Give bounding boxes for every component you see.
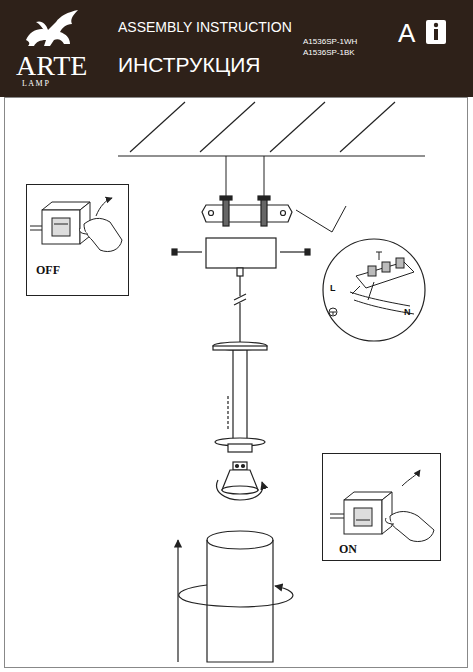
fixing-lines — [226, 156, 264, 200]
wire-label: N — [404, 308, 411, 317]
header-band: ARTEL A M P ASSEMBLY INSTRUCTION ИНСТРУКЦИ… — [0, 0, 473, 97]
cable — [234, 268, 246, 342]
lamp-shade — [178, 531, 293, 662]
lamp-stem — [213, 342, 267, 452]
bracket-angle — [296, 206, 346, 232]
switch-state: ON — [339, 543, 357, 555]
heading-ru: ИНСТРУКЦИЯ — [118, 54, 260, 75]
switch-on-drawing — [330, 470, 434, 542]
header-band — [0, 0, 473, 97]
terminal-block-drawing — [350, 252, 414, 314]
wiring-detail-circle: LN — [322, 238, 426, 342]
switch-state: OFF — [36, 264, 60, 276]
canopy — [172, 238, 310, 268]
info-book-icon — [426, 20, 446, 44]
gu10-bulb — [217, 462, 263, 500]
language-mark: A — [398, 20, 415, 46]
brand-logo: ARTE — [16, 52, 87, 80]
brand-subtitle: L A M P — [22, 80, 49, 88]
ground-symbol — [329, 308, 337, 316]
ceiling — [118, 102, 425, 156]
detail-circle-outline — [323, 239, 425, 341]
switch-on-inset: ON — [322, 453, 441, 561]
logo-lion — [26, 10, 78, 46]
mounting-bracket — [202, 196, 292, 226]
heading-en: ASSEMBLY INSTRUCTION — [118, 20, 292, 34]
page-frame — [5, 98, 468, 668]
wire-label: L — [330, 284, 336, 293]
model-number: A1536SP-1BK — [303, 49, 355, 57]
switch-off-inset: OFF — [26, 184, 129, 296]
switch-off-drawing — [30, 198, 122, 252]
detail-circle-outline — [322, 238, 426, 342]
model-number: A1536SP-1WH — [303, 38, 357, 46]
